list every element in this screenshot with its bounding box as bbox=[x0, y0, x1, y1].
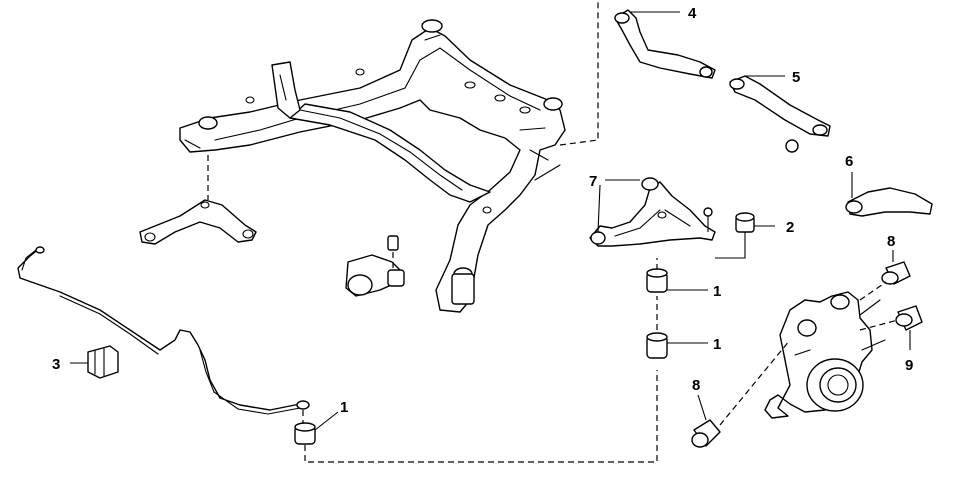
assembly-guide-line bbox=[859, 319, 899, 331]
lower-arm bbox=[139, 199, 257, 245]
assembly-guide-line bbox=[559, 0, 599, 146]
callout-9: 9 bbox=[905, 357, 913, 374]
callout-8-lower: 8 bbox=[692, 377, 700, 394]
callout-7: 7 bbox=[589, 173, 597, 190]
trailing-link bbox=[845, 172, 933, 217]
callout-3: 3 bbox=[52, 356, 60, 373]
upper-link bbox=[614, 9, 716, 79]
callout-8-upper: 8 bbox=[887, 233, 895, 250]
bushing-part-8-lower bbox=[691, 394, 721, 448]
callout-5: 5 bbox=[792, 69, 800, 86]
bushing-part-1-upper bbox=[646, 268, 708, 293]
link-bracket bbox=[345, 235, 405, 297]
assembly-guide-line bbox=[304, 370, 658, 463]
rear-knuckle bbox=[764, 291, 886, 419]
callout-1-middle: 1 bbox=[713, 336, 721, 353]
upper-arm bbox=[589, 177, 716, 247]
assembly-guide-line bbox=[719, 339, 791, 426]
callout-4: 4 bbox=[688, 5, 697, 22]
bushing-part-1-lower bbox=[294, 411, 339, 445]
callout-1-bottom: 1 bbox=[340, 399, 348, 416]
callout-6: 6 bbox=[845, 153, 853, 170]
callout-1-upper: 1 bbox=[713, 283, 721, 300]
bushing-part-8-upper bbox=[881, 250, 911, 285]
rear-subframe bbox=[179, 19, 566, 313]
bushing-part-1-middle bbox=[646, 332, 708, 359]
bushing-part-2 bbox=[715, 212, 775, 259]
stabilizer-bar bbox=[17, 246, 310, 425]
lateral-link bbox=[729, 75, 831, 153]
assembly-guide-line bbox=[859, 281, 887, 301]
bushing-part-9 bbox=[895, 305, 923, 350]
stabilizer-bushing bbox=[70, 345, 119, 379]
callout-2: 2 bbox=[786, 219, 794, 236]
